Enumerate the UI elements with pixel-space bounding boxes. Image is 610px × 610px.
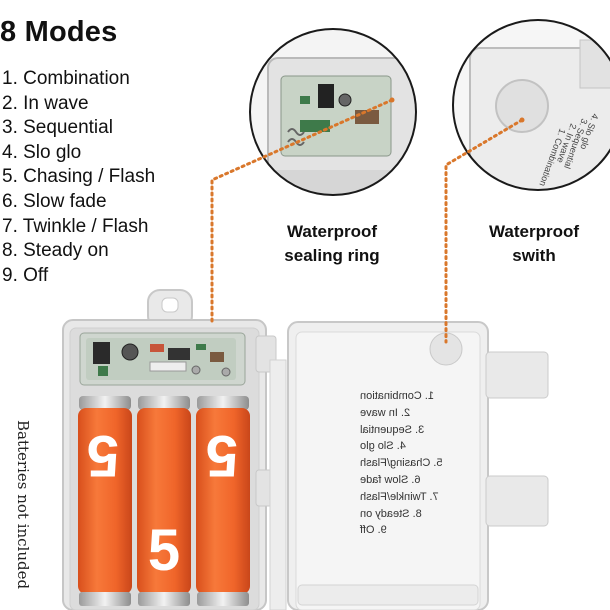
lid-mode-item: 8. Steady on xyxy=(360,507,422,520)
svg-text:5: 5 xyxy=(87,423,119,488)
lid-mode-item: 2. In wave xyxy=(360,406,411,419)
mode-item: 8. Steady on xyxy=(2,240,109,262)
svg-text:5: 5 xyxy=(206,423,238,488)
battery-2: 5 xyxy=(137,396,191,606)
lid-mode-item: 3. Sequential xyxy=(360,423,425,436)
callout-sealing-line1: Waterproof xyxy=(286,222,378,241)
mode-item: 6. Slow fade xyxy=(2,190,107,212)
mode-item: 2. In wave xyxy=(2,92,89,114)
callout-sealing-line2: sealing ring xyxy=(284,246,380,265)
modes-list: 1. Combination 2. In wave 3. Sequential … xyxy=(2,67,155,288)
lid-mode-item: 1. Combination xyxy=(360,390,434,402)
callout-switch-line2: swith xyxy=(512,246,556,265)
zoom-circle-pcb xyxy=(249,28,417,196)
lid-mode-item: 7. Twinkle/Flash xyxy=(360,490,439,503)
batteries-not-included-note: Batteries not included xyxy=(14,420,32,590)
callout-sealing-ring: Waterproof sealing ring xyxy=(262,220,402,268)
battery-1: 5 xyxy=(78,396,132,606)
leader-lines xyxy=(210,98,524,344)
lid-mode-item: 9. Off xyxy=(360,524,387,537)
mode-item: 9. Off xyxy=(2,264,49,286)
circuit-board xyxy=(79,332,246,386)
lid-printed-modes: 1. Combination 2. In wave 3. Sequential … xyxy=(360,388,460,539)
zoom-circle-switch: 1. Combination 2. In wave 3. Sequential … xyxy=(452,19,610,191)
svg-text:5: 5 xyxy=(148,518,180,583)
lid-mode-item: 6. Slow fade xyxy=(360,473,421,486)
modes-heading: 8 Modes xyxy=(0,16,118,48)
callout-waterproof-switch: Waterproof swith xyxy=(478,220,590,268)
mode-item: 1. Combination xyxy=(2,68,130,89)
mode-item: 7. Twinkle / Flash xyxy=(2,215,149,237)
lid-mode-item: 5. Chasing/Flash xyxy=(360,457,443,470)
battery-lid xyxy=(287,321,549,610)
lid-mode-item: 4. Slo glo xyxy=(360,440,406,453)
hanging-loop xyxy=(147,289,193,329)
mode-item: 4. Slo glo xyxy=(2,141,82,163)
mode-item: 5. Chasing / Flash xyxy=(2,166,156,188)
battery-3: 5 xyxy=(196,396,250,606)
hinge xyxy=(269,359,287,610)
callout-switch-line1: Waterproof xyxy=(488,222,580,241)
mode-item: 3. Sequential xyxy=(2,117,113,139)
